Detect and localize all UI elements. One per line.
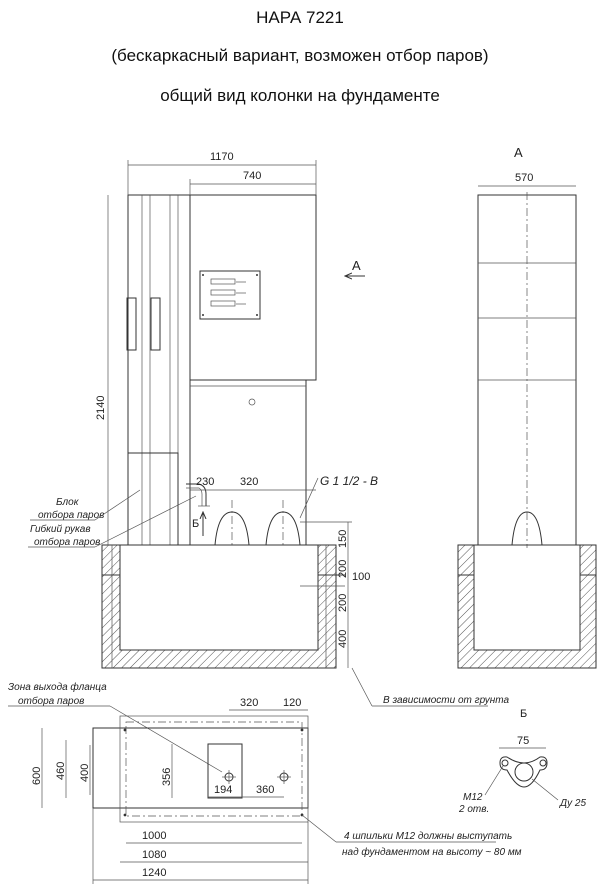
plan-dim-194: 194 xyxy=(214,784,232,796)
plan-dim-120: 120 xyxy=(283,697,301,709)
thread-label: G 1 1/2 - B xyxy=(320,474,378,488)
drawing-caption: общий вид колонки на фундаменте xyxy=(160,86,440,105)
upper-cabinet xyxy=(189,194,317,381)
plan-view: Зона выхода фланца отбора паров 320 120 … xyxy=(8,681,522,884)
label-ground: В зависимости от грунта xyxy=(383,695,510,706)
drawing-subtitle: (бескаркасный вариант, возможен отбор па… xyxy=(111,46,489,65)
plan-dim-356: 356 xyxy=(161,768,173,786)
plan-dim-460: 460 xyxy=(55,762,67,780)
plan-dim-1000: 1000 xyxy=(142,830,166,842)
side-pump-inlet xyxy=(511,511,543,546)
flange-outline xyxy=(499,756,548,788)
label-zone-2: отбора паров xyxy=(18,695,84,707)
dim-320: 320 xyxy=(240,476,258,488)
view-b-label: Б xyxy=(520,708,527,720)
label-hose-1: Гибкий рукав xyxy=(30,523,91,535)
dim-1170: 1170 xyxy=(210,151,234,163)
dim-400: 400 xyxy=(337,630,349,648)
flange-holes: 2 отв. xyxy=(458,804,489,815)
dim-200-a: 200 xyxy=(337,560,349,578)
dim-740: 740 xyxy=(243,170,261,182)
plan-dim-400: 400 xyxy=(79,764,91,782)
front-view xyxy=(101,194,345,669)
flange-m12: М12 xyxy=(463,792,483,803)
flange-du: Ду 25 xyxy=(559,798,586,809)
vapour-hose xyxy=(186,483,207,506)
plan-dim-320: 320 xyxy=(240,697,258,709)
view-a-label: А xyxy=(514,145,523,160)
flange-bolt-hole xyxy=(501,759,509,767)
label-zone-1: Зона выхода фланца xyxy=(8,681,107,693)
hydraulic-compartment xyxy=(189,379,307,546)
column-body-outline xyxy=(127,194,191,546)
plan-dim-600: 600 xyxy=(31,767,43,785)
flange-dim-75: 75 xyxy=(517,735,529,747)
ground-leader: В зависимости от грунта xyxy=(351,667,510,707)
dim-570: 570 xyxy=(515,172,533,184)
side-view-a: А 570 xyxy=(457,145,597,669)
label-studs-1: 4 шпильки М12 должны выступать xyxy=(344,831,512,842)
front-leaders: Блок отбора паров Гибкий рукав отбора па… xyxy=(28,489,197,548)
display-panel xyxy=(199,270,261,320)
plan-dim-1080: 1080 xyxy=(142,849,166,861)
plan-dim-360: 360 xyxy=(256,784,274,796)
door-handle xyxy=(126,297,137,351)
dim-2140: 2140 xyxy=(95,396,107,420)
drawing-title: НАРА 7221 xyxy=(256,8,344,27)
dim-230: 230 xyxy=(196,476,214,488)
dim-200-b: 200 xyxy=(337,594,349,612)
arrow-a-label: А xyxy=(352,258,361,273)
label-studs-2: над фундаментом на высоту ~ 80 мм xyxy=(342,846,522,858)
dim-150: 150 xyxy=(337,530,349,548)
flange-zone xyxy=(207,743,243,799)
door-handle xyxy=(150,297,161,351)
front-dimensions: 1170 740 2140 230 320 G 1 1/2 - B 150 20… xyxy=(95,151,378,668)
label-block-1: Блок xyxy=(56,497,80,508)
arrow-b-label: Б xyxy=(192,518,199,530)
plan-dim-1240: 1240 xyxy=(142,867,166,879)
flange-bore xyxy=(514,762,534,782)
plan-outer xyxy=(92,727,309,809)
label-block-2: отбора паров xyxy=(38,509,104,521)
label-hose-2: отбора паров xyxy=(34,536,100,548)
flange-view-b: Б 75 М12 2 отв. Ду 25 xyxy=(458,708,586,815)
dim-100: 100 xyxy=(352,571,370,583)
flange-bolt-hole xyxy=(539,759,547,767)
vapour-block xyxy=(127,452,179,546)
